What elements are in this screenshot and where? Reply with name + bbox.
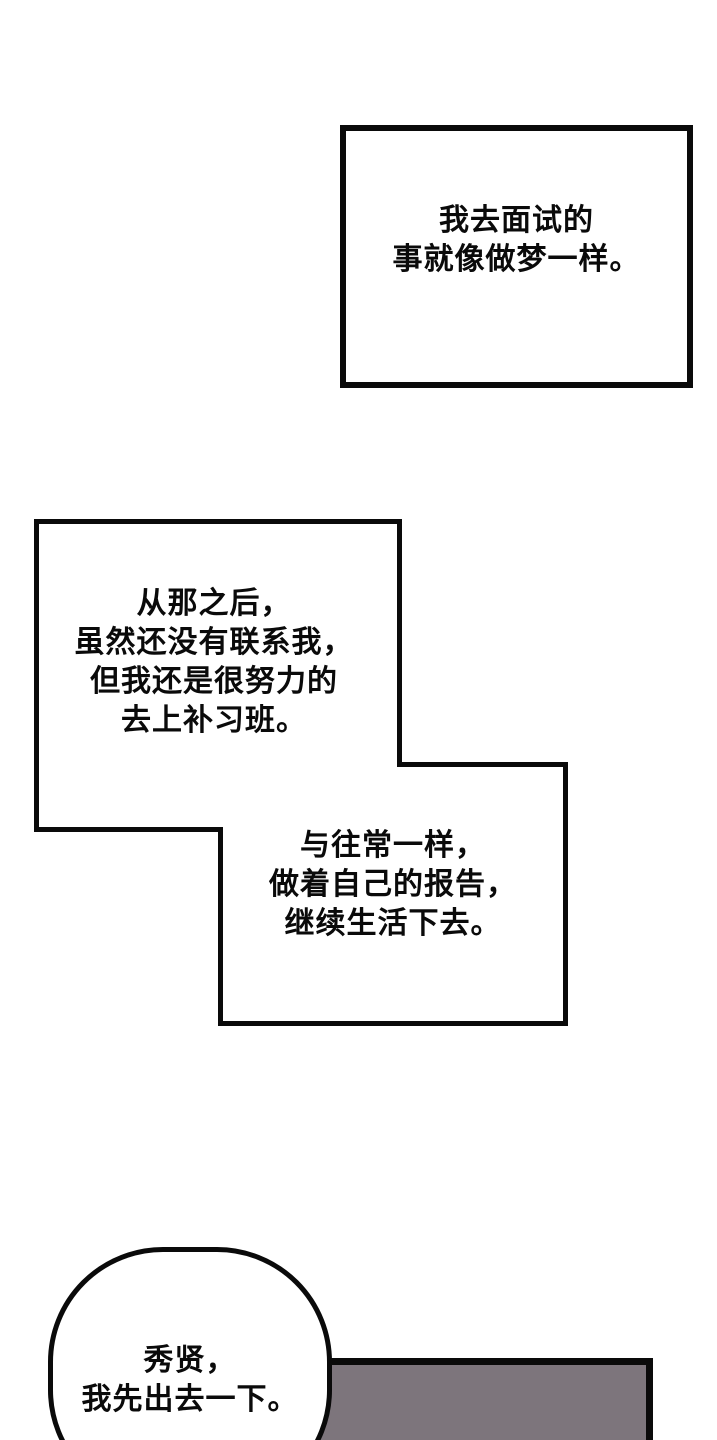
text-line: 去上补习班。 [121, 704, 307, 737]
text-line: 继续生活下去。 [284, 907, 502, 940]
narration-text-middle-right: 与往常一样， 做着自己的报告， 继续生活下去。 [218, 826, 568, 943]
text-line: 我去面试的 [439, 204, 594, 237]
text-line: 从那之后， [136, 587, 292, 620]
text-line: 但我还是很努力的 [90, 665, 338, 698]
narration-text-middle-left: 从那之后， 虽然还没有联系我， 但我还是很努力的 去上补习班。 [30, 584, 398, 740]
speech-bubble [48, 1247, 332, 1440]
narration-panel-top [340, 125, 693, 388]
text-line: 事就像做梦一样。 [392, 243, 641, 276]
text-line: 做着自己的报告， [269, 868, 517, 901]
text-line: 我先出去一下。 [81, 1383, 299, 1416]
speech-text: 秀贤， 我先出去一下。 [48, 1341, 332, 1419]
text-line: 与往常一样， [300, 829, 486, 862]
scene-panel-gray [315, 1358, 653, 1440]
text-line: 虽然还没有联系我， [74, 626, 354, 659]
text-line: 秀贤， [143, 1344, 237, 1377]
narration-text-top: 我去面试的 事就像做梦一样。 [346, 201, 687, 279]
